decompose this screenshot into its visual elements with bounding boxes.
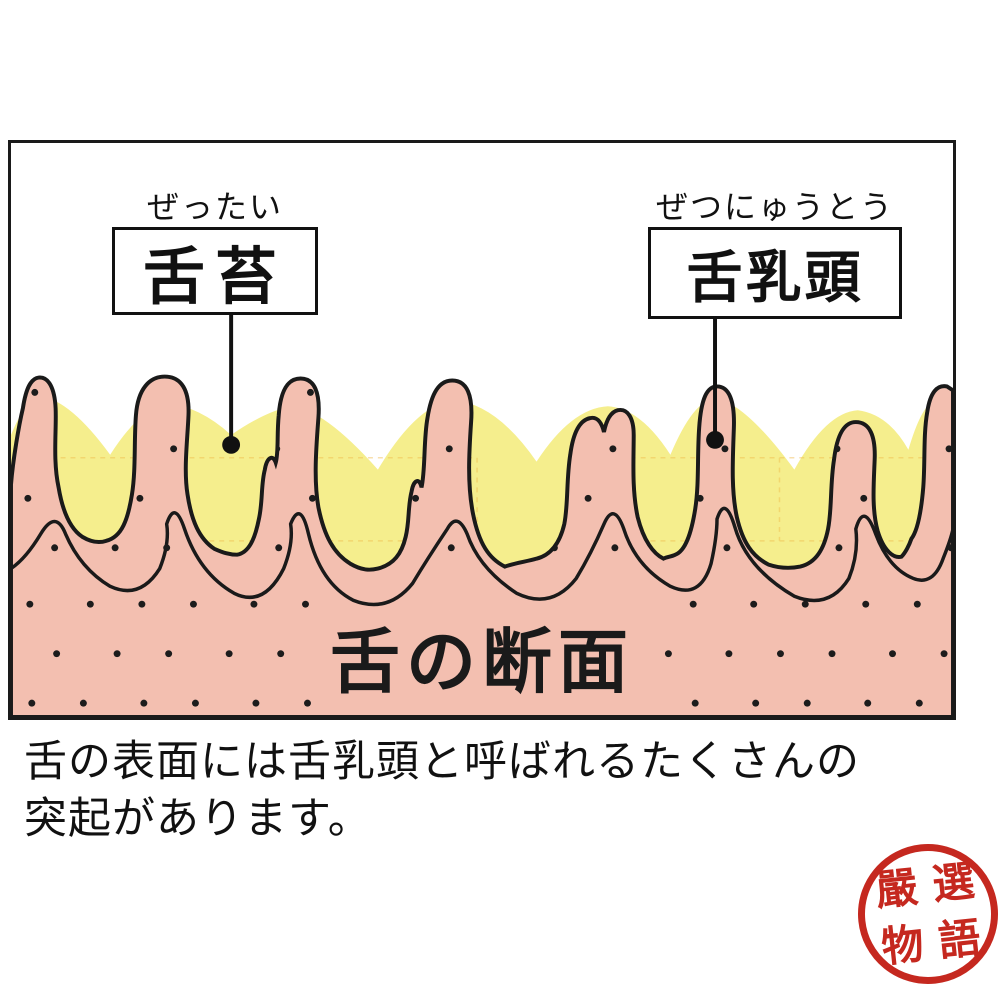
section-title: 舌の断面 xyxy=(330,621,634,703)
label-coating-text: 舌苔 xyxy=(142,240,287,313)
label-box-coating: 舌苔 xyxy=(112,227,318,315)
tongue-cross-section-illustration xyxy=(11,311,953,717)
pointer-dot-coating xyxy=(222,435,241,454)
leader-lines xyxy=(229,311,718,445)
caption-text: 舌の表面には舌乳頭と呼ばれるたくさんの 突起があります。 xyxy=(24,734,984,848)
pointer-dot-papilla xyxy=(706,430,724,449)
seal-char-2: 選 xyxy=(929,855,977,909)
seal-char-3: 物 xyxy=(879,918,927,972)
tissue-inner-contour xyxy=(11,506,953,607)
furigana-papilla: ぜつにゅうとう xyxy=(655,188,894,226)
shop-seal-stamp: 嚴 選 物 語 xyxy=(851,837,1000,991)
seal-char-4: 語 xyxy=(935,912,983,966)
caption-line-1: 舌の表面には舌乳頭と呼ばれるたくさんの xyxy=(24,737,860,787)
label-box-papilla: 舌乳頭 xyxy=(648,227,902,319)
furigana-coating: ぜったい xyxy=(146,188,283,226)
caption-line-2: 突起があります。 xyxy=(24,793,372,844)
label-papilla-text: 舌乳頭 xyxy=(686,245,864,311)
seal-char-1: 嚴 xyxy=(873,861,921,915)
